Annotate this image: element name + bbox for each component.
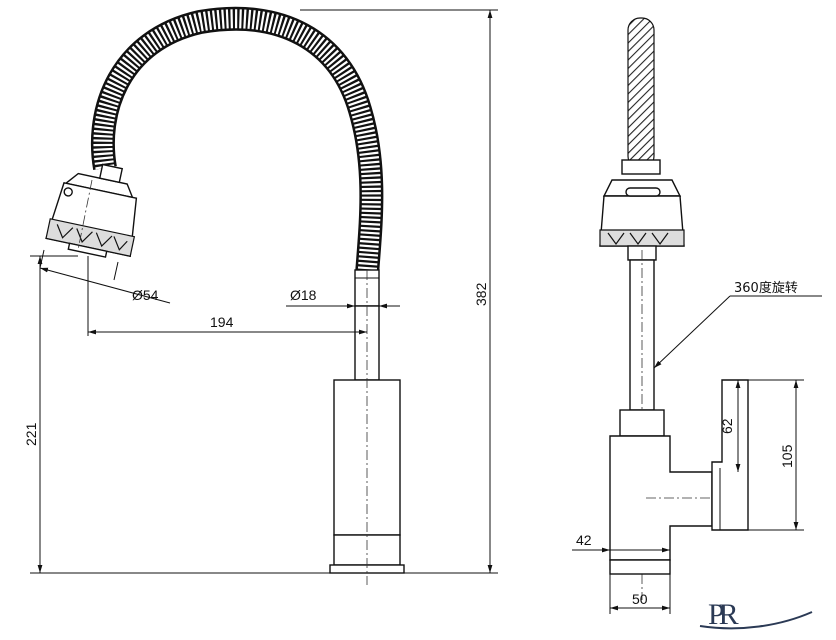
side-spray-head <box>599 179 685 261</box>
lever-handle <box>711 379 749 531</box>
dim-reach: 194 <box>87 256 367 336</box>
front-view: Ø54 Ø18 194 382 221 <box>23 6 498 585</box>
dim-spray-diameter: Ø54 <box>39 249 171 304</box>
swivel-collar <box>619 409 665 437</box>
dim-hose-diameter: Ø18 <box>286 287 400 309</box>
label-lever-height: 62 <box>719 418 735 434</box>
label-rotation: 360度旋转 <box>734 280 798 296</box>
dim-spout-height: 221 <box>23 255 330 574</box>
note-rotation: 360度旋转 <box>653 280 822 369</box>
label-hose-diameter: Ø18 <box>290 287 317 303</box>
dim-lever-height: 62 <box>719 380 741 472</box>
spray-head <box>45 163 138 258</box>
label-total-height: 382 <box>473 282 489 306</box>
logo-text: PR <box>708 598 739 631</box>
label-reach: 194 <box>210 314 234 330</box>
label-base-depth: 42 <box>576 532 592 548</box>
brand-logo: PR <box>699 598 813 631</box>
side-view: 360度旋转 62 105 42 50 <box>572 17 822 614</box>
dim-base-width: 50 <box>609 574 671 614</box>
label-base-width: 50 <box>632 591 648 607</box>
dim-total-height: 382 <box>300 9 498 574</box>
label-spout-height: 221 <box>23 422 39 446</box>
label-spray-diameter: Ø54 <box>132 287 159 303</box>
label-handle-height: 105 <box>779 444 795 468</box>
side-hose <box>627 17 655 169</box>
dim-handle-height: 105 <box>748 379 804 531</box>
dim-base-depth: 42 <box>572 532 670 553</box>
